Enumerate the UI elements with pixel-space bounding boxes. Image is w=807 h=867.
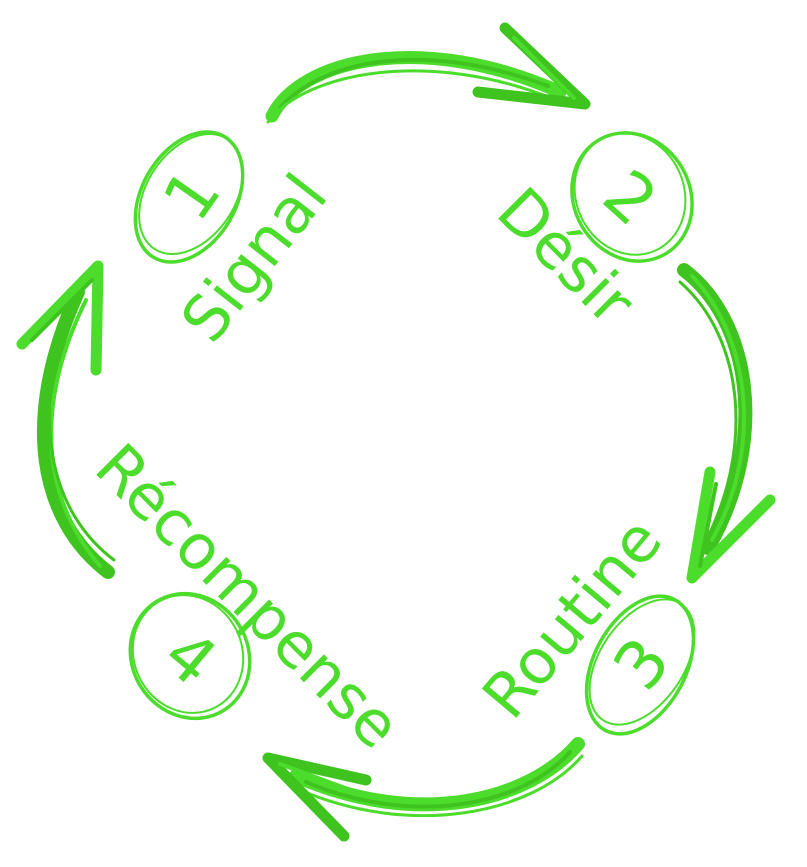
step-3: 3 Routine [468, 504, 696, 736]
step-3-badge [584, 594, 696, 736]
step-4: 4 Récompense [81, 429, 414, 762]
step-2: 2 Désir [483, 131, 694, 339]
arrow-bottom [262, 737, 585, 842]
step-4-number: 4 [149, 615, 231, 701]
step-2-number: 2 [589, 155, 672, 240]
arrow-right [677, 263, 776, 584]
step-1: 1 Signal [133, 130, 341, 356]
arrow-top [265, 22, 591, 124]
step-1-number: 1 [148, 156, 235, 235]
step-3-label: Routine [468, 504, 676, 732]
step-4-badge [128, 591, 252, 721]
step-4-label: Récompense [81, 429, 414, 762]
arrow-left [16, 260, 116, 579]
